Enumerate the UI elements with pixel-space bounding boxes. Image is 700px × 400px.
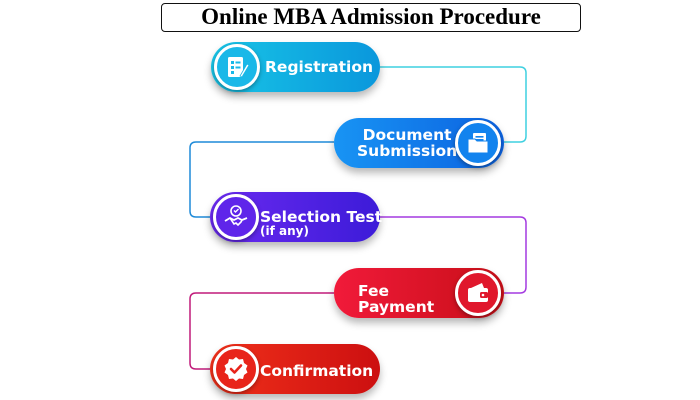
handshake-icon [213,194,259,240]
document-folder-icon [455,120,501,166]
step-subtitle: Submission [357,142,458,160]
wallet-icon [455,270,501,316]
step-confirmation: Confirmation [210,344,380,394]
connector-document-to-selection [189,141,334,218]
step-label: Confirmation [260,363,373,379]
step-subtitle: Payment [358,298,435,316]
step-label: Document Submission [357,127,457,159]
step-title: Fee [358,282,389,300]
page-title: Online MBA Admission Procedure [161,3,581,32]
step-document-submission: Document Submission [334,118,504,168]
step-label: Fee Payment [358,283,434,315]
step-subtitle: (if any) [260,224,309,238]
step-fee-payment: Fee Payment [334,268,504,318]
step-title: Confirmation [260,362,374,380]
connector-registration-to-document [380,66,527,143]
step-title: Document [362,126,452,144]
step-title: Selection Test [260,208,383,226]
connector-fee-to-confirmation [189,292,334,370]
step-title: Registration [265,58,374,76]
step-selection-test: Selection Test (if any) [210,192,382,242]
step-registration: Registration [211,42,380,92]
step-label: Registration [265,59,373,75]
registration-form-icon [214,44,260,90]
check-badge-icon [213,346,259,392]
step-label: Selection Test (if any) [260,209,382,237]
connector-selection-to-fee [380,216,527,294]
